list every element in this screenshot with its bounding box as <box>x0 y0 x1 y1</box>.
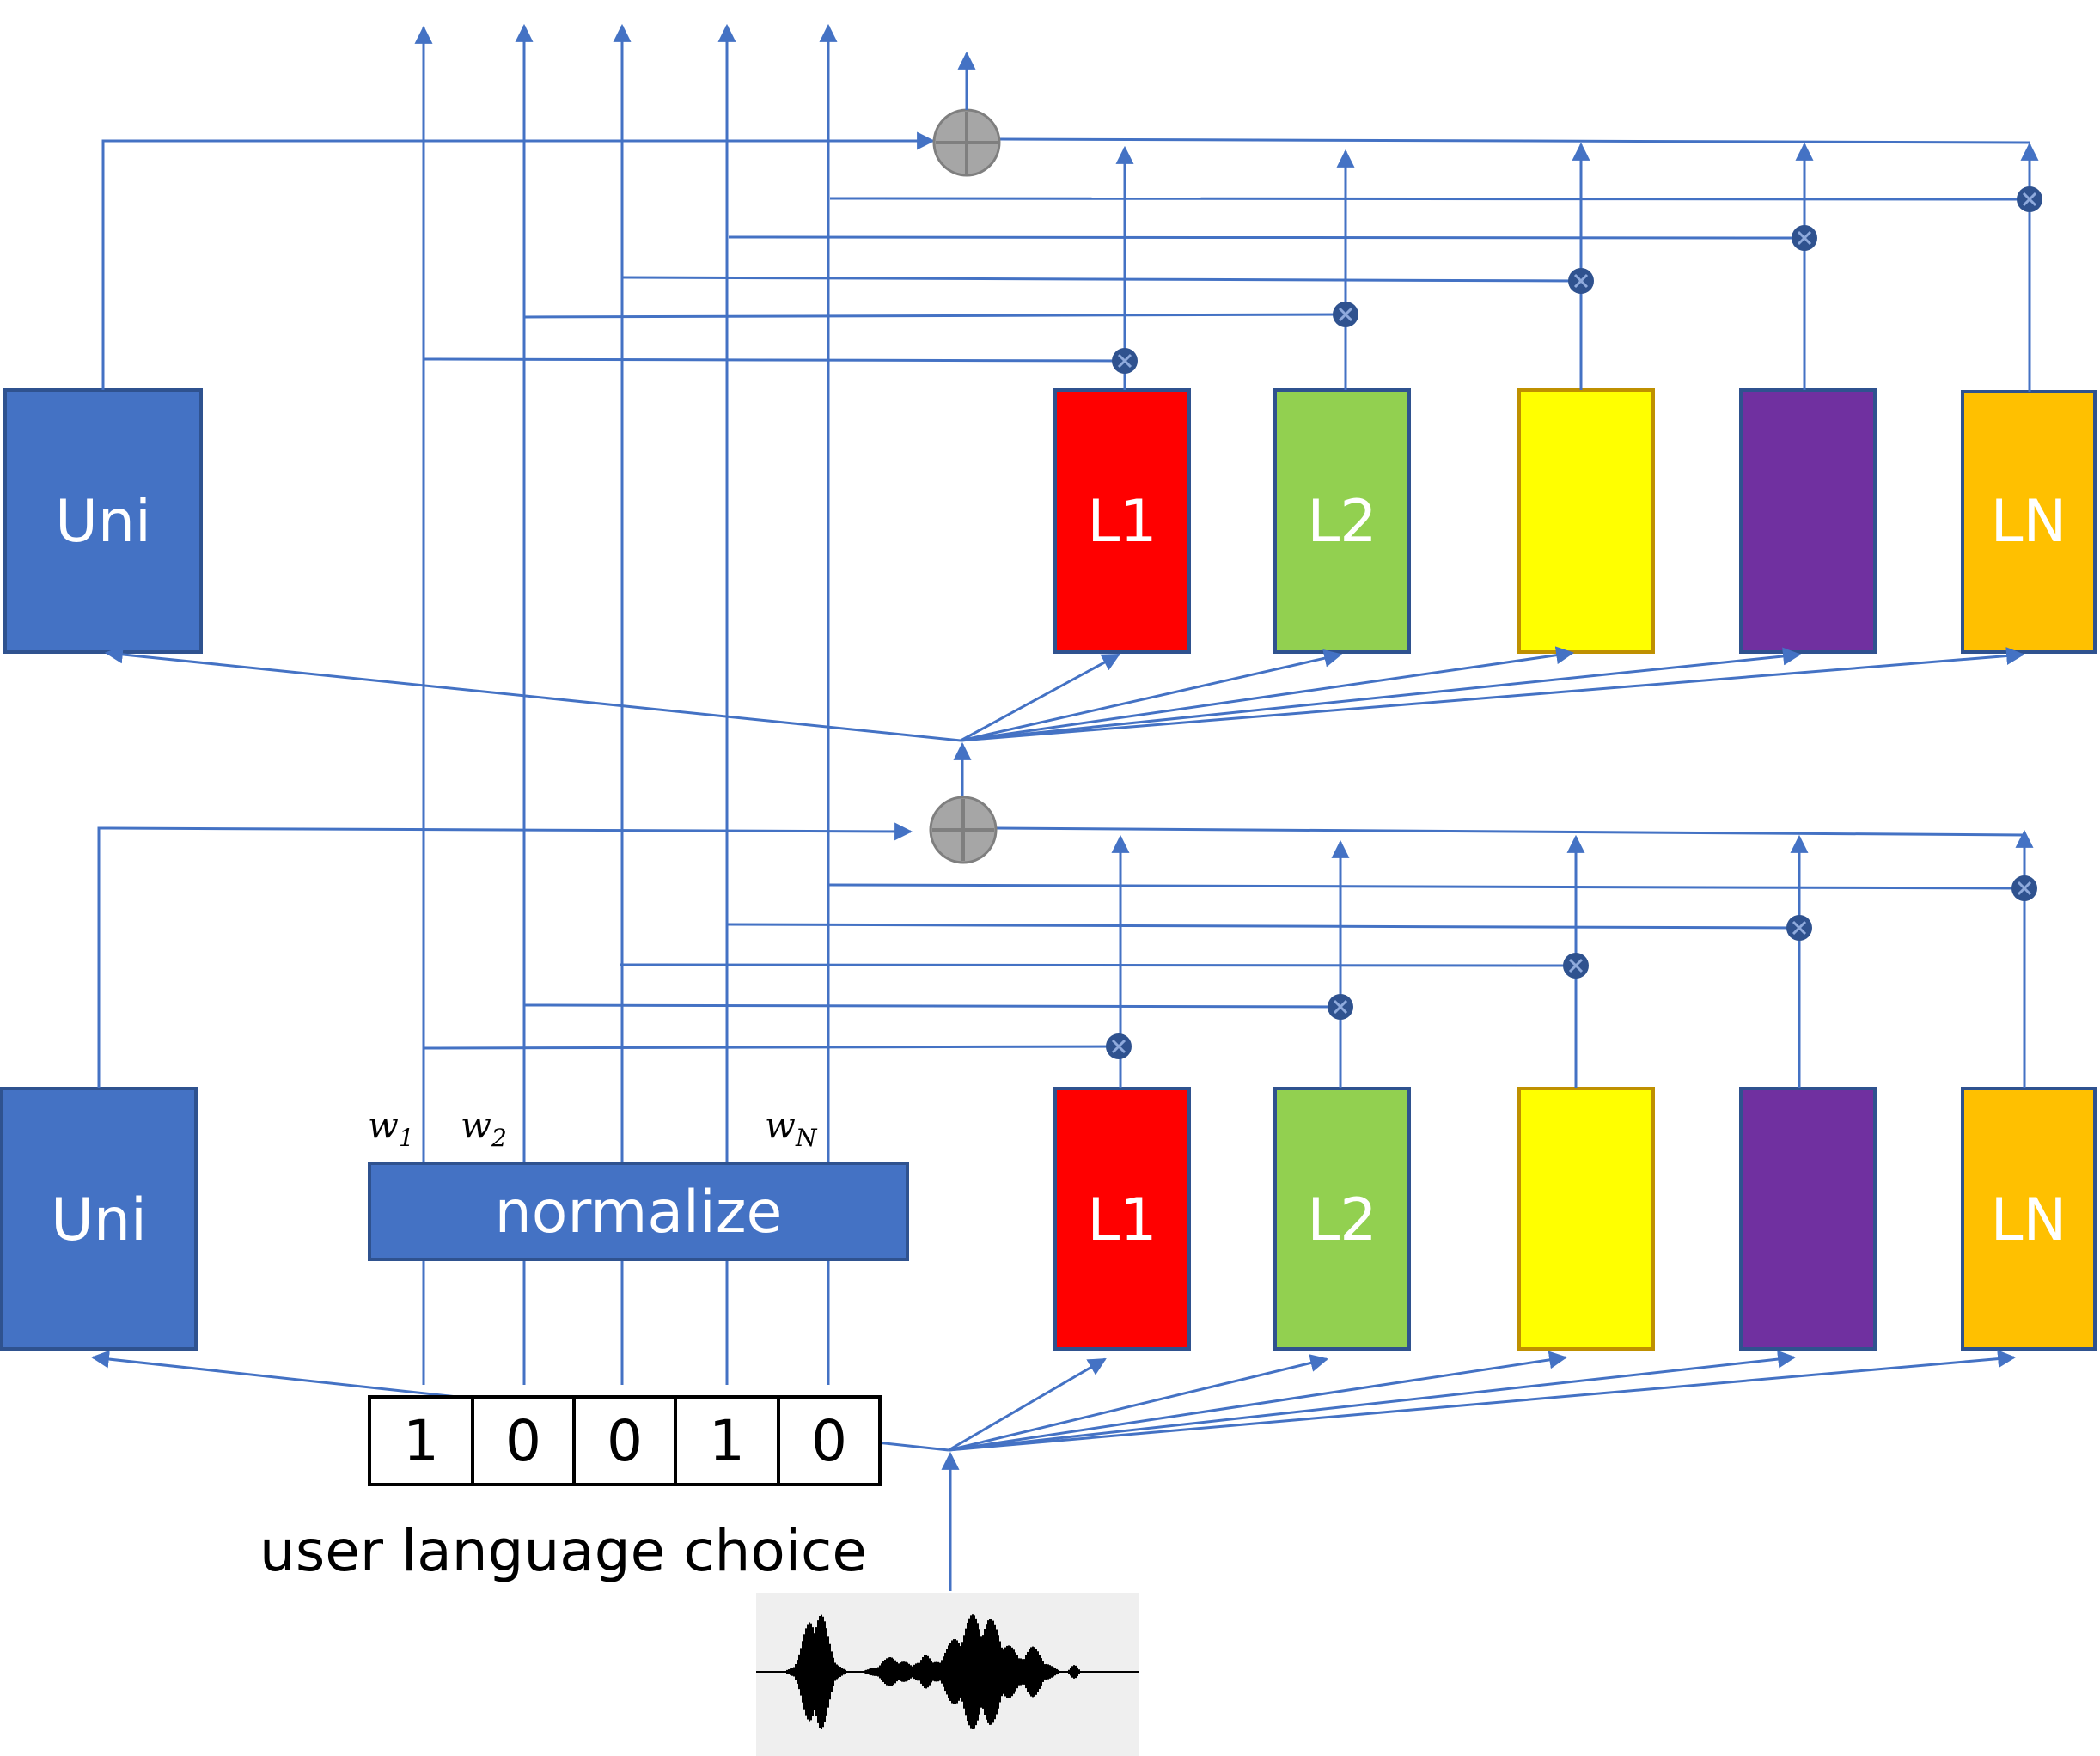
multiply-icon <box>1328 994 1353 1020</box>
caption: user language choice <box>259 1518 867 1584</box>
lower-expert-1-label: L1 <box>1087 1186 1157 1254</box>
plus-icon <box>932 799 994 861</box>
upper-multiplier-nodes <box>1112 186 2042 374</box>
upper-uni-to-sum <box>101 131 936 390</box>
multiply-icon <box>1333 302 1358 327</box>
bit-value-4: 1 <box>709 1408 745 1474</box>
lower-layer: Uni L1 L2 LN <box>0 796 2097 1351</box>
lower-expert-3-box <box>1517 1087 1655 1351</box>
weight-label-1: w1 <box>368 1104 414 1152</box>
lower-expert-outputs <box>996 826 2034 1088</box>
lower-expert-2-box <box>1273 1087 1411 1351</box>
lower-weight-lines <box>423 883 2025 1050</box>
upper-expert-1-box <box>1053 388 1191 654</box>
weight-label-2: w2 <box>461 1104 507 1152</box>
multiply-icon <box>1568 268 1594 294</box>
bit-cell-1 <box>368 1395 474 1486</box>
waveform-icon <box>786 1614 1080 1729</box>
lower-sum-node <box>929 796 998 864</box>
upper-expert-4-box <box>1739 388 1877 654</box>
upper-layer: Uni L1 L2 LN <box>3 51 2097 654</box>
upper-expert-2-label: L2 <box>1307 488 1377 556</box>
multiply-icon <box>1786 915 1812 941</box>
bit-cell-3 <box>572 1395 677 1486</box>
multiply-icon <box>2017 186 2042 212</box>
upper-fanout <box>104 645 2025 797</box>
multiply-icon <box>1563 953 1589 979</box>
multiply-icon <box>1792 225 1817 251</box>
bit-cell-5 <box>777 1395 882 1486</box>
lower-multiplier-nodes <box>1106 875 2037 1059</box>
upper-expert-1-label: L1 <box>1087 488 1157 556</box>
upper-expert-outputs <box>999 137 2039 392</box>
lower-expert-1-box <box>1053 1087 1191 1351</box>
upper-weight-lines <box>423 197 2030 363</box>
lower-fanout <box>90 1350 2017 1591</box>
bit-value-3: 0 <box>607 1408 643 1474</box>
bit-value-2: 0 <box>505 1408 541 1474</box>
lower-expert-5-label: LN <box>1991 1186 2067 1254</box>
upper-uni-label: Uni <box>55 488 151 556</box>
multiply-icon <box>2011 875 2037 901</box>
upper-expert-3-box <box>1517 388 1655 654</box>
lower-expert-4-box <box>1739 1087 1877 1351</box>
weight-label-n: wN <box>765 1104 818 1152</box>
upper-expert-5-box <box>1961 390 2097 654</box>
lower-expert-2-label: L2 <box>1307 1186 1377 1254</box>
upper-expert-5-label: LN <box>1991 488 2067 556</box>
lower-expert-5-box <box>1961 1087 2097 1351</box>
upper-sum-node <box>932 108 1001 177</box>
lower-uni-to-sum <box>97 822 913 1088</box>
bit-value-5: 0 <box>811 1408 847 1474</box>
language-vector: 1 0 0 1 0 <box>368 1395 882 1486</box>
normalize-box <box>368 1162 909 1261</box>
waveform-image <box>756 1593 1139 1756</box>
bit-value-1: 1 <box>403 1408 439 1474</box>
lower-uni-label: Uni <box>51 1186 147 1254</box>
upper-uni-box <box>3 388 203 654</box>
multiply-icon <box>1112 348 1138 374</box>
lower-uni-box <box>0 1087 198 1351</box>
multiply-icon <box>1106 1033 1132 1059</box>
plus-icon <box>936 112 998 174</box>
upper-expert-2-box <box>1273 388 1411 654</box>
normalize-label: normalize <box>495 1179 783 1247</box>
